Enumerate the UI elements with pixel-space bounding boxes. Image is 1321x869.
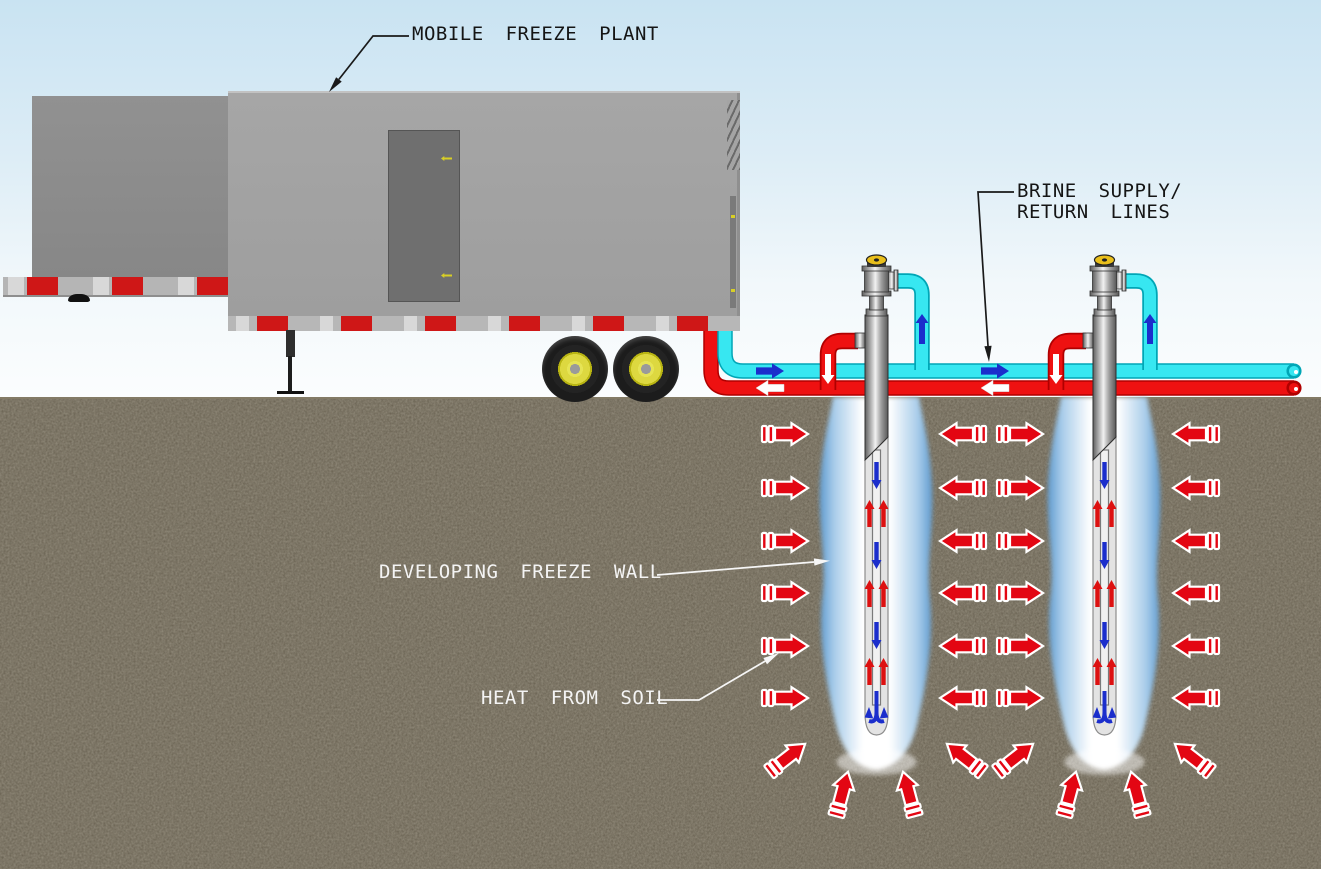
trailer-lower-rail xyxy=(228,316,740,331)
landing-gear-rod xyxy=(288,356,292,392)
heat-arrow-icon xyxy=(995,422,1045,446)
return-pipe-outline xyxy=(703,331,1294,396)
trailer-body xyxy=(228,91,740,316)
leader-brine-lines xyxy=(977,191,1014,362)
heat-arrow-icon xyxy=(995,686,1045,710)
supply-pipe-end-cap xyxy=(1286,363,1302,379)
landing-gear xyxy=(286,330,295,357)
heat-arrow-icon xyxy=(938,422,988,446)
brine-label-line2: RETURN LINES xyxy=(1017,201,1171,223)
heat-arrow-icon xyxy=(938,686,988,710)
brine-main-lines xyxy=(703,331,1302,397)
leader-arrowhead xyxy=(813,558,830,566)
heat-arrow-icon xyxy=(760,686,810,710)
heat-arrow-icon xyxy=(995,529,1045,553)
leader-arrowhead xyxy=(763,653,779,665)
equipment-box xyxy=(32,96,229,277)
developing-freeze-wall-label: DEVELOPING FREEZE WALL xyxy=(379,561,662,583)
heat-arrow-icon xyxy=(938,476,988,500)
flatbed-deck xyxy=(3,277,229,297)
heat-arrow-icon xyxy=(1171,476,1221,500)
heat-from-soil-label: HEAT FROM SOIL xyxy=(481,687,669,709)
landing-gear-foot xyxy=(277,391,304,394)
heat-arrow-icon xyxy=(1167,734,1219,782)
door-handle-icon xyxy=(441,273,452,278)
heat-arrow-icon xyxy=(761,734,813,782)
heat-arrow-icon xyxy=(1171,634,1221,658)
heat-arrow-icon xyxy=(1171,422,1221,446)
heat-arrow-icon xyxy=(824,767,860,821)
heat-arrow-icon xyxy=(995,581,1045,605)
brine-label-line1: BRINE SUPPLY/ xyxy=(1017,180,1183,202)
trailer-wheel xyxy=(613,336,679,402)
heat-arrow-icon xyxy=(938,581,988,605)
heat-arrow-icon xyxy=(891,767,927,821)
leader-arrowhead xyxy=(984,345,992,362)
trailer-wheel xyxy=(542,336,608,402)
leader-heat-from-soil xyxy=(657,653,779,701)
heat-arrow-icon xyxy=(760,476,810,500)
leader-mobile-freeze-plant xyxy=(329,35,409,92)
latch-icon xyxy=(731,289,735,292)
latch-icon xyxy=(731,215,735,218)
heat-arrow-icon xyxy=(1052,767,1088,821)
flatbed-support xyxy=(68,294,90,302)
heat-arrow-icon xyxy=(1171,581,1221,605)
heat-arrow-icon xyxy=(760,529,810,553)
supply-pipe xyxy=(718,331,1294,378)
heat-arrow-icon xyxy=(939,734,991,782)
heat-arrow-icon xyxy=(760,422,810,446)
mobile-freeze-plant-label: MOBILE FREEZE PLANT xyxy=(412,23,659,45)
heat-arrow-icon xyxy=(989,734,1041,782)
brine-supply-return-label: BRINE SUPPLY/ RETURN LINES xyxy=(1017,181,1182,223)
return-pipe-end-cap xyxy=(1286,380,1302,396)
heat-arrow-icon xyxy=(938,529,988,553)
supply-pipe-end-highlight xyxy=(1294,370,1298,374)
trailer-door xyxy=(388,130,460,302)
return-pipe xyxy=(704,331,1294,395)
heat-arrow-icon xyxy=(1171,686,1221,710)
heat-arrow-icon xyxy=(760,581,810,605)
heat-arrow-icon xyxy=(995,634,1045,658)
heat-arrow-icon xyxy=(995,476,1045,500)
leader-arrowhead xyxy=(329,77,342,92)
trailer-vents xyxy=(727,100,740,170)
return-pipe-end-highlight xyxy=(1294,387,1298,391)
heat-arrow-icon xyxy=(1119,767,1155,821)
heat-arrow-icon xyxy=(760,634,810,658)
leader-freeze-wall xyxy=(656,558,830,576)
heat-arrow-icon xyxy=(938,634,988,658)
trailer-side-strip xyxy=(730,196,736,308)
heat-arrow-icon xyxy=(1171,529,1221,553)
door-handle-icon xyxy=(441,156,452,161)
